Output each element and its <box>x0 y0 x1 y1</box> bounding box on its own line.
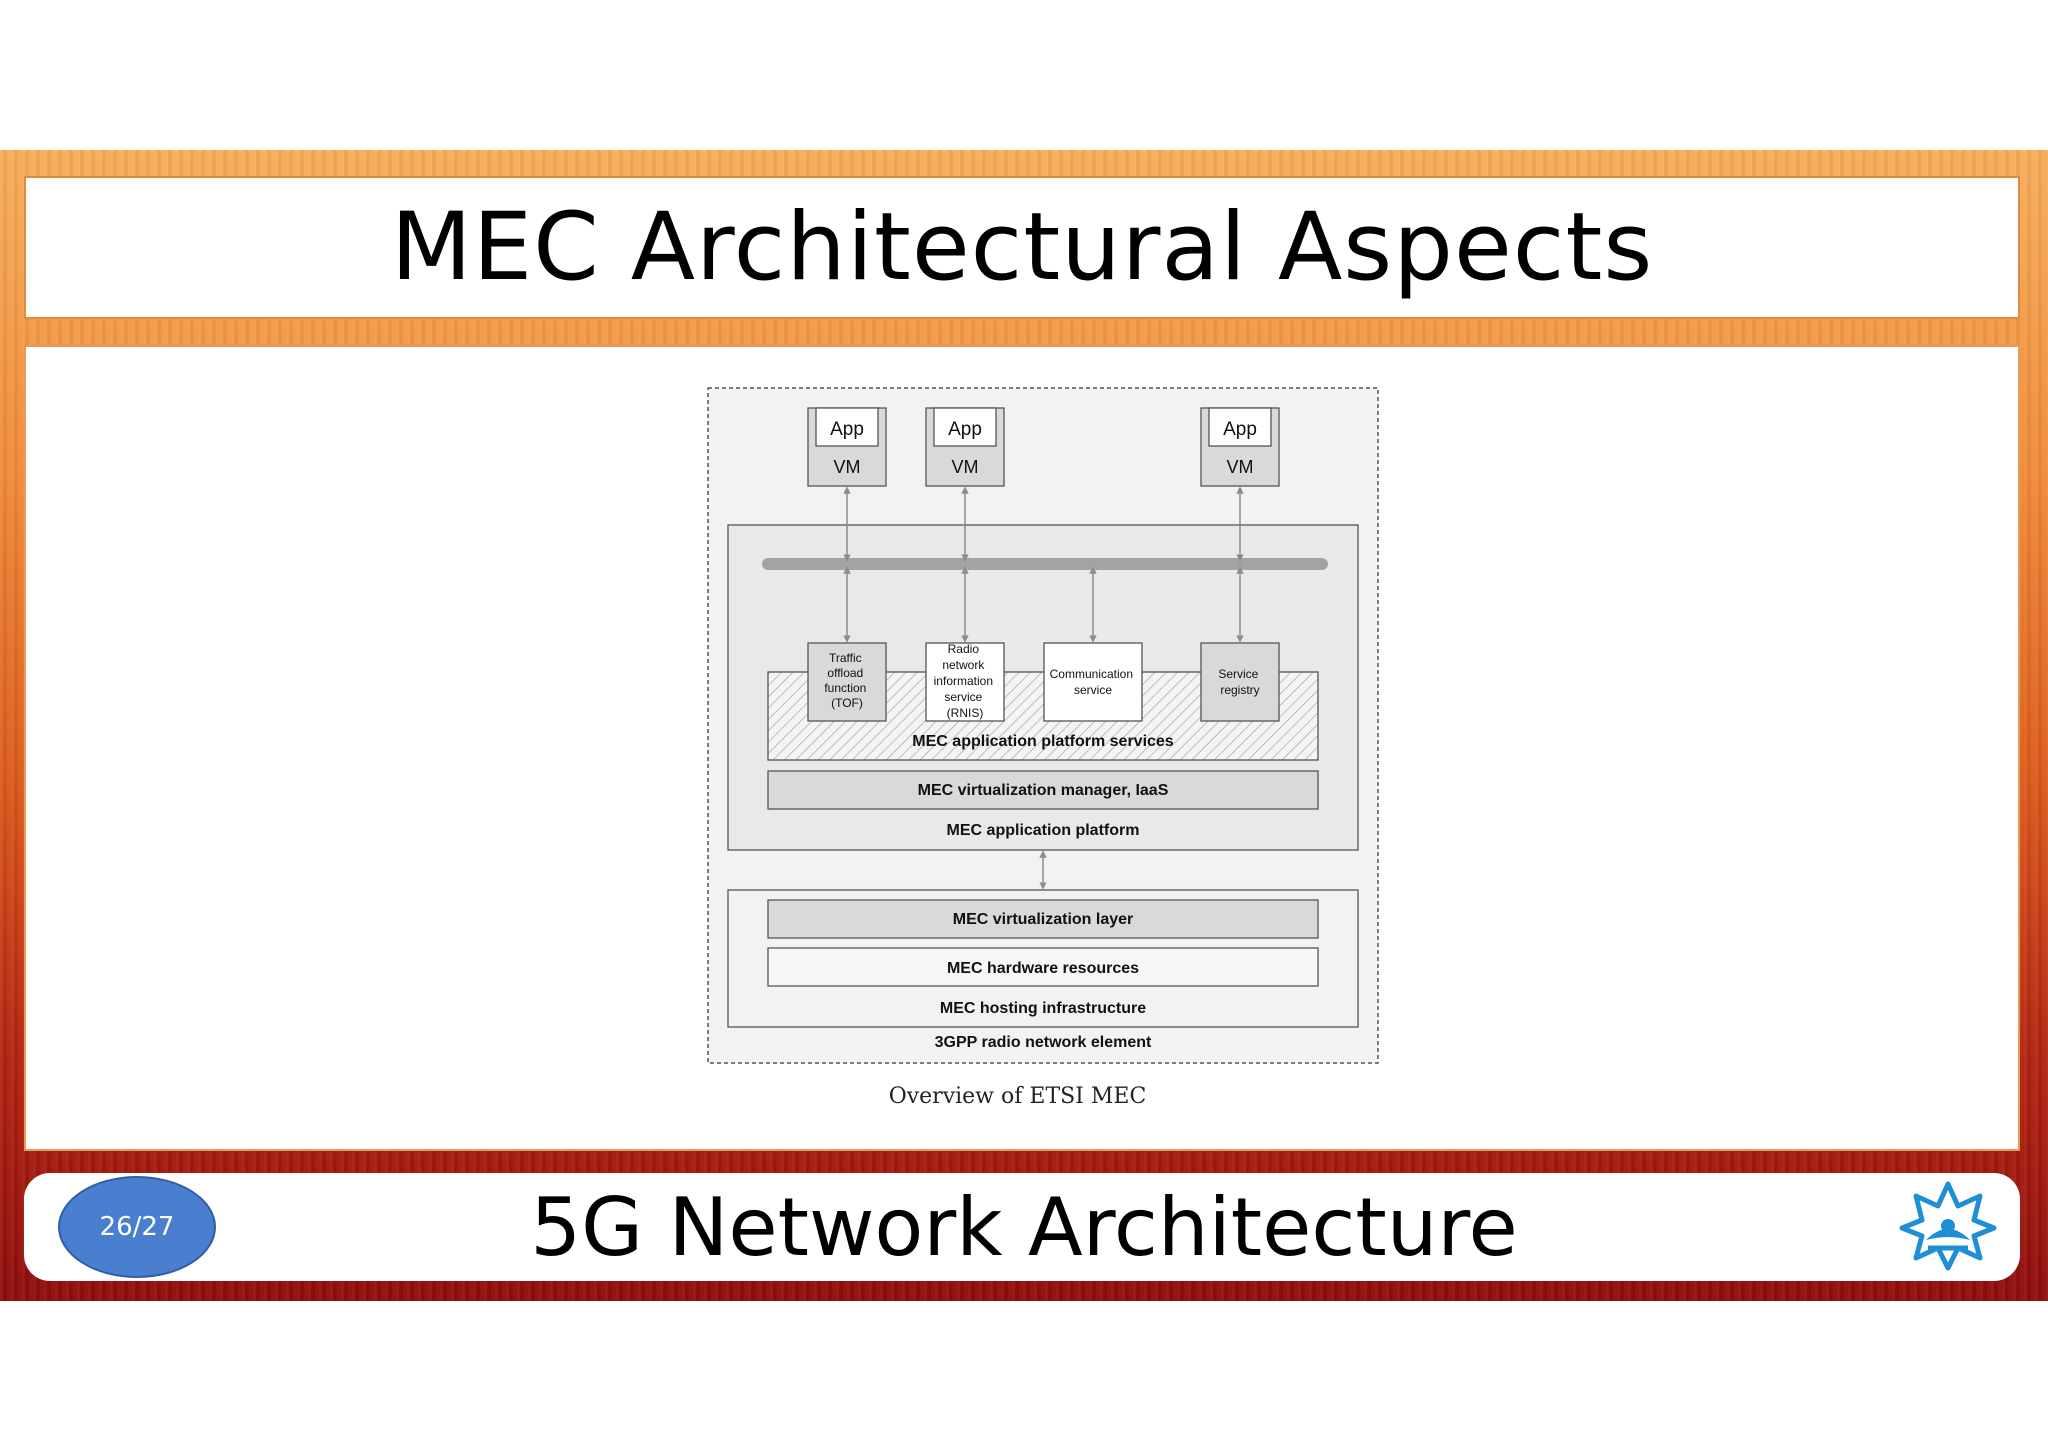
communication-line-2: service <box>1074 683 1112 697</box>
rnis-line-5: (RNIS) <box>947 706 984 720</box>
rnis-line-2: network <box>942 658 985 672</box>
service-communication: Communication service <box>1043 642 1143 722</box>
svg-text:Radio network info: Radio network information service (RNIS) <box>934 642 997 720</box>
vm-label-1: VM <box>834 457 861 477</box>
tof-line-4: (TOF) <box>831 696 863 710</box>
service-tof: Traffic offload function (TOF) <box>807 642 887 722</box>
platform-services-label: MEC application platform services <box>912 733 1174 750</box>
vm-label-3: VM <box>1227 457 1254 477</box>
virtualization-layer-label: MEC virtualization layer <box>953 911 1134 928</box>
rnis-line-3: information <box>934 674 993 688</box>
mec-architecture-diagram: App VM App VM App VM Traffic offload fun… <box>707 387 1379 1064</box>
app-label-2: App <box>948 419 982 440</box>
app-vm-1: App VM <box>807 407 887 487</box>
hosting-infrastructure-label: MEC hosting infrastructure <box>940 1000 1146 1017</box>
figure-caption: Overview of ETSI MEC <box>888 1084 1147 1109</box>
title-bar: MEC Architectural Aspects <box>24 176 2020 319</box>
service-rnis: Radio network information service (RNIS) <box>925 642 1005 722</box>
footer-bar <box>24 1173 2020 1281</box>
app-vm-2: App VM <box>925 407 1005 487</box>
radio-network-element-label: 3GPP radio network element <box>935 1034 1152 1051</box>
hardware-resources-box <box>767 947 1319 987</box>
svg-text:Service registry: Service registry <box>1218 667 1261 697</box>
app-vm-3: App VM <box>1200 407 1280 487</box>
virtualization-manager-box <box>767 770 1319 810</box>
registry-line-1: Service <box>1218 667 1258 681</box>
svg-text:Communication service: Communication service <box>1050 667 1137 697</box>
app-label-1: App <box>830 419 864 440</box>
tof-line-2: offload <box>827 666 863 680</box>
communication-line-1: Communication <box>1050 667 1133 681</box>
tof-line-1: Traffic <box>829 651 862 665</box>
slide-title: MEC Architectural Aspects <box>390 193 1654 302</box>
registry-line-2: registry <box>1220 683 1259 697</box>
svg-text:Traffic offload fu: Traffic offload function (TOF) <box>824 651 869 710</box>
hardware-resources-label: MEC hardware resources <box>947 960 1139 977</box>
virtualization-manager-label: MEC virtualization manager, IaaS <box>918 782 1169 799</box>
rnis-line-1: Radio <box>948 642 980 656</box>
app-label-3: App <box>1223 419 1257 440</box>
page-indicator-badge: 26/27 <box>58 1176 216 1278</box>
application-platform-label: MEC application platform <box>947 822 1140 839</box>
footer-title: 5G Network Architecture <box>530 1180 1518 1274</box>
vm-label-2: VM <box>952 457 979 477</box>
lotus-emblem-icon <box>1899 1181 1997 1271</box>
service-registry: Service registry <box>1200 642 1280 722</box>
virtualization-layer-box <box>767 899 1319 939</box>
tof-line-3: function <box>824 681 866 695</box>
rnis-line-4: service <box>944 690 982 704</box>
